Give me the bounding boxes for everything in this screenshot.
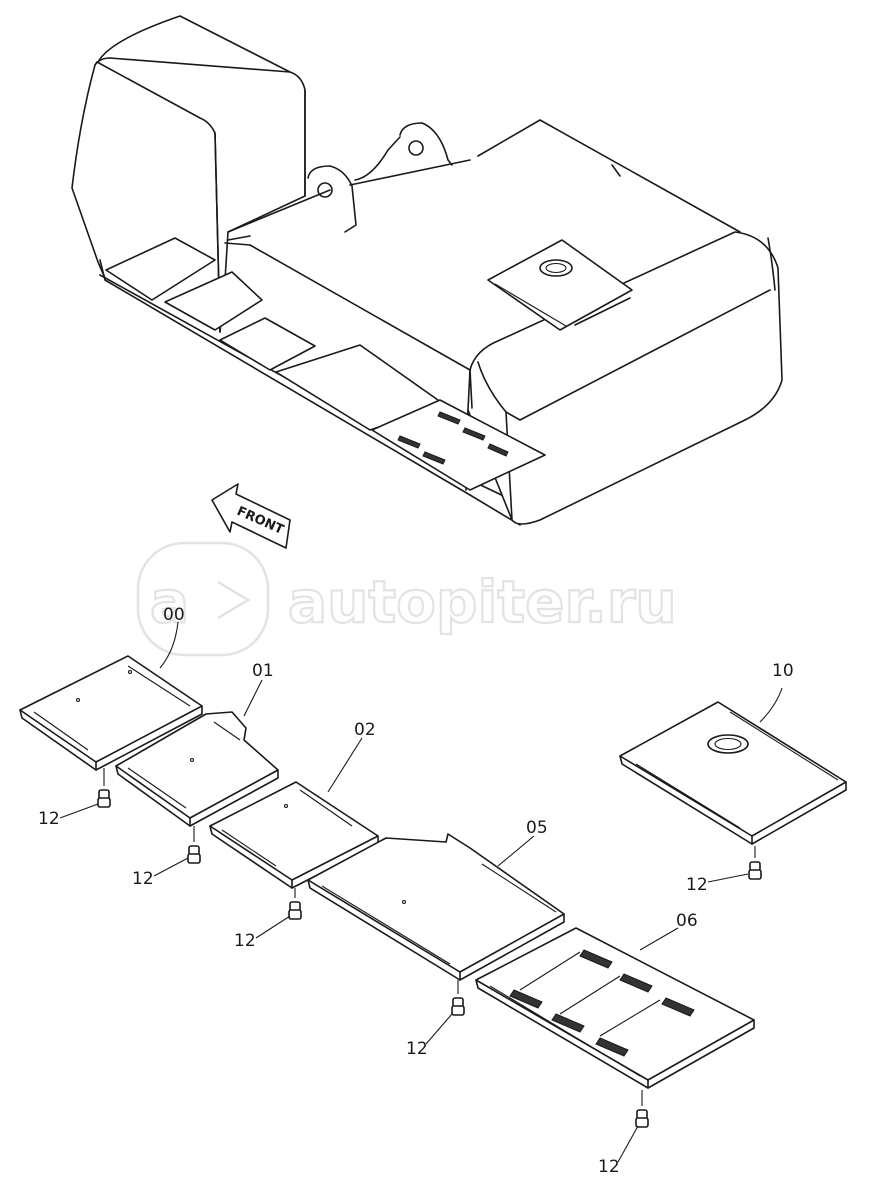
panel-10 [619, 701, 847, 845]
callout-12-bolt-6: 12 [686, 875, 708, 895]
callout-01: 01 [252, 661, 274, 681]
callout-02: 02 [354, 720, 376, 740]
panel-05 [307, 833, 565, 981]
callout-12-bolt-3: 12 [234, 931, 256, 951]
watermark-logo-a: a [150, 568, 189, 636]
callout-05: 05 [526, 818, 548, 838]
front-direction-arrow: FRONT [211, 483, 291, 549]
callout-06: 06 [676, 911, 698, 931]
panel-02 [209, 781, 379, 889]
machine-body [71, 15, 783, 526]
callout-labels: 00 01 02 05 06 10 12 12 12 12 12 12 [38, 605, 794, 1177]
callout-12-bolt-1: 12 [38, 809, 60, 829]
boom-bracket [307, 122, 453, 233]
callout-leaders [59, 621, 783, 1163]
installed-floor-panels [105, 237, 546, 491]
callout-10: 10 [772, 661, 794, 681]
bolt-2 [187, 826, 201, 864]
panel-06-grip-pads [509, 949, 695, 1057]
bolt-3 [288, 888, 302, 920]
bolt-6 [748, 846, 762, 880]
panel-06 [475, 927, 755, 1089]
callout-00: 00 [163, 605, 185, 625]
counterweight [465, 164, 783, 525]
callout-12-bolt-4: 12 [406, 1039, 428, 1059]
callout-12-bolt-5: 12 [598, 1157, 620, 1177]
watermark-logo-badge [136, 541, 270, 657]
panel-00 [19, 655, 203, 771]
deck-access-cover [487, 239, 633, 331]
callout-12-bolt-2: 12 [132, 869, 154, 889]
watermark: a autopiter.ru [136, 541, 678, 657]
panel-10-access-ring [707, 734, 749, 754]
bolt-5 [635, 1090, 649, 1128]
watermark-text: autopiter.ru [288, 568, 677, 636]
panel-01 [115, 711, 279, 827]
bolt-1 [97, 768, 111, 808]
bolt-4 [451, 980, 465, 1016]
watermark-logo-chevron [217, 580, 251, 620]
